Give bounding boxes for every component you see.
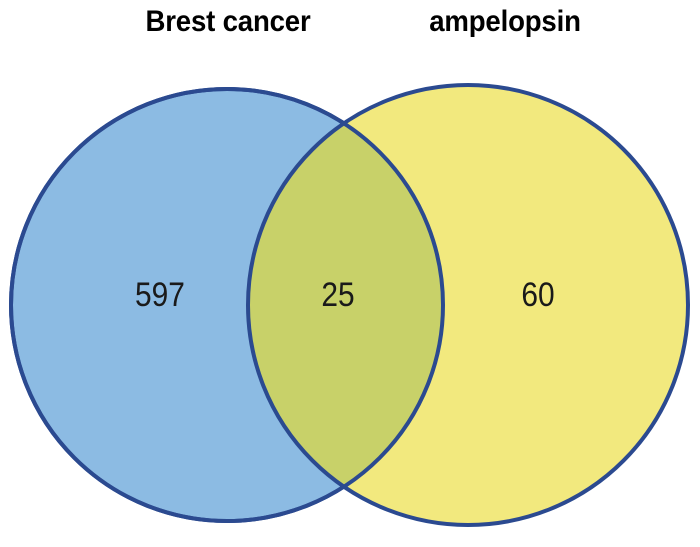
venn-circle-right-outline bbox=[246, 83, 690, 527]
count-right-only: 60 bbox=[521, 276, 555, 314]
count-intersection: 25 bbox=[321, 276, 355, 314]
venn-intersection-region bbox=[248, 89, 443, 521]
venn-circle-left-outline bbox=[9, 87, 445, 523]
set-label-left: Brest cancer bbox=[145, 5, 311, 38]
set-label-right: ampelopsin bbox=[429, 5, 581, 38]
count-left-only: 597 bbox=[135, 276, 185, 314]
